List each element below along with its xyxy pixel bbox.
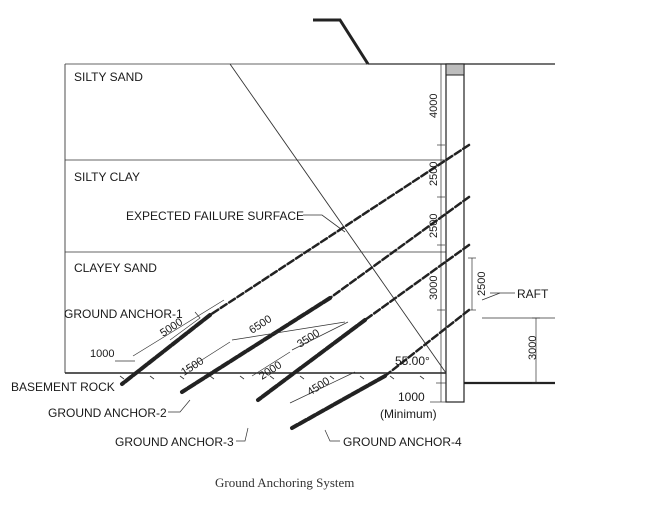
failure-surface-line <box>229 63 447 374</box>
rock-hatching <box>119 375 425 380</box>
anchor-2-bond <box>180 296 332 394</box>
soil-label-clayey-sand: CLAYEY SAND <box>74 261 157 275</box>
a1-free-dim: 1000 <box>90 348 114 360</box>
embed-note: (Minimum) <box>380 407 437 421</box>
anchor-3-bond <box>256 318 367 402</box>
figure-caption: Ground Anchoring System <box>215 475 354 490</box>
raft-label: RAFT <box>517 287 549 301</box>
wall-dimension-chain <box>430 64 540 403</box>
raft-depth-dim: 3000 <box>527 336 539 360</box>
soil-label-silty-clay: SILTY CLAY <box>74 170 140 184</box>
anchor-2-free <box>328 195 471 300</box>
anchor-dimension-lines <box>115 299 356 404</box>
angle-label: 55.00° <box>395 354 430 368</box>
retaining-wall <box>445 63 465 403</box>
basement-rock-label: BASEMENT ROCK <box>11 380 115 394</box>
anchor-label-4: GROUND ANCHOR-4 <box>343 435 462 449</box>
soil-layer-lines <box>65 63 446 253</box>
right-dim-2500: 2500 <box>476 272 488 296</box>
anchor-1-free <box>208 143 471 317</box>
anchor-1-bond <box>120 313 212 386</box>
anchor-4-free <box>383 308 471 378</box>
embed-value: 1000 <box>398 390 425 404</box>
wall-cap <box>445 63 465 76</box>
a2-bond-dim: 6500 <box>247 313 274 336</box>
a3-bond-dim: 3500 <box>295 327 322 350</box>
wall-dim-2500-b: 2500 <box>428 214 440 238</box>
a2-free-dim: 1500 <box>179 355 206 378</box>
a3-free-dim: 2000 <box>257 359 284 382</box>
soil-label-silty-sand: SILTY SAND <box>74 70 143 84</box>
failure-surface-leader <box>303 214 346 233</box>
wall-dim-3000: 3000 <box>428 276 440 300</box>
anchor-label-2: GROUND ANCHOR-2 <box>48 406 167 420</box>
wall-dim-2500-a: 2500 <box>428 162 440 186</box>
failure-surface-label: EXPECTED FAILURE SURFACE <box>126 209 304 223</box>
anchor-4-bond <box>290 374 387 430</box>
anchor-3-free <box>363 243 471 322</box>
anchor-label-3: GROUND ANCHOR-3 <box>115 435 234 449</box>
anchor-label-1: GROUND ANCHOR-1 <box>64 307 183 321</box>
ground-anchors <box>120 143 471 430</box>
label-leaders <box>168 292 515 442</box>
wall-dim-4000: 4000 <box>428 94 440 118</box>
a4-bond-dim: 4500 <box>305 375 332 398</box>
